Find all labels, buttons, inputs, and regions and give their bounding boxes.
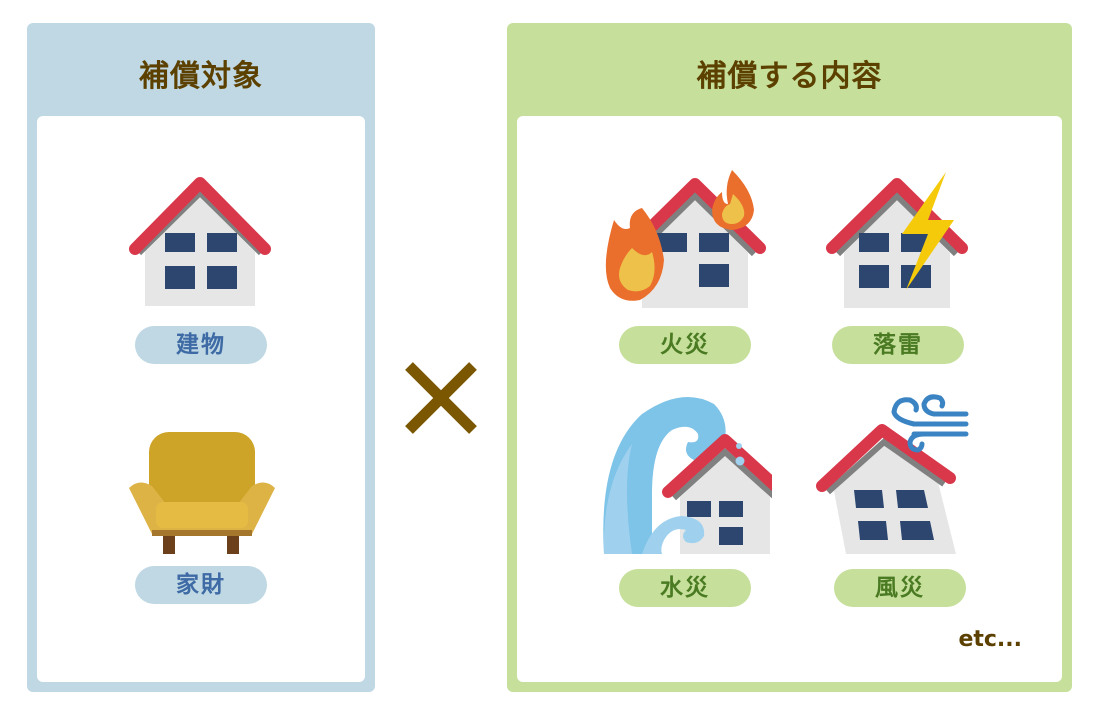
house-wind-icon bbox=[816, 394, 969, 554]
label-building: 建物 bbox=[135, 326, 267, 364]
coverage-target-title: 補償対象 bbox=[139, 59, 263, 94]
label-lightning: 落雷 bbox=[832, 326, 964, 364]
house-icon bbox=[129, 177, 271, 306]
coverage-content-title: 補償する内容 bbox=[696, 59, 883, 94]
label-fire: 火災 bbox=[619, 326, 751, 364]
coverage-target-content: 建物 家財 bbox=[37, 116, 365, 682]
house-lightning-icon bbox=[826, 172, 968, 308]
house-flood-icon bbox=[603, 396, 772, 554]
multiply-icon bbox=[405, 362, 477, 434]
coverage-content-panel: 補償する内容 火災 bbox=[507, 23, 1072, 692]
label-wind: 風災 bbox=[834, 569, 966, 607]
label-household-goods: 家財 bbox=[135, 566, 267, 604]
coverage-target-panel: 補償対象 建物 bbox=[27, 23, 375, 692]
coverage-content-items: 火災 落雷 bbox=[517, 116, 1062, 682]
etc-note: etc... bbox=[958, 627, 1022, 652]
armchair-icon bbox=[129, 432, 275, 554]
house-fire-icon bbox=[605, 170, 766, 308]
label-flood: 水災 bbox=[619, 569, 751, 607]
